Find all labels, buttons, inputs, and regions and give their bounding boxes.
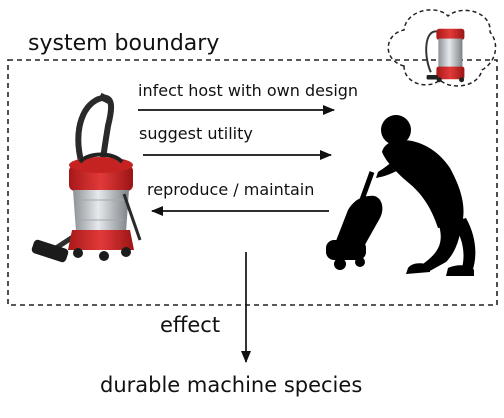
effect-label: effect <box>160 313 220 337</box>
system-boundary-box <box>7 59 498 306</box>
vacuum-cleaner-icon <box>31 92 142 263</box>
system-boundary-label: system boundary <box>28 31 219 56</box>
dashed-cloud <box>387 9 497 87</box>
reproduce-label: reproduce / maintain <box>147 180 314 199</box>
result-label: durable machine species <box>100 373 362 397</box>
suggest-label: suggest utility <box>139 124 253 143</box>
small-vacuum-cleaner-icon <box>425 28 465 83</box>
infect-label: infect host with own design <box>138 81 358 100</box>
person-vacuuming-silhouette-icon <box>326 115 476 276</box>
